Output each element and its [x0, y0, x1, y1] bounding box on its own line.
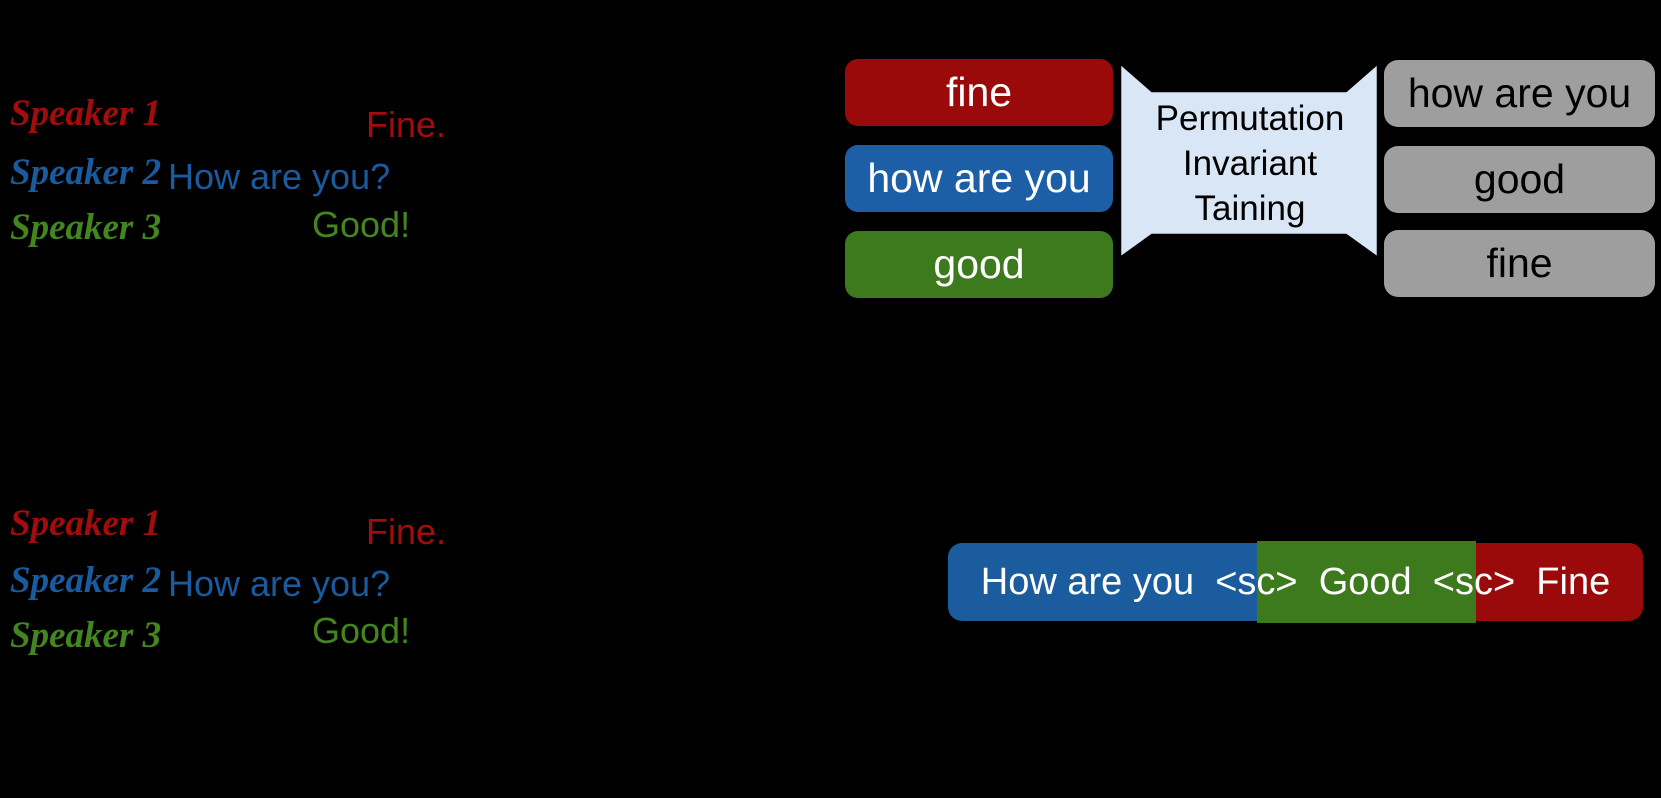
pit-label-line: Invariant	[1182, 143, 1318, 183]
reference-box-label: fine	[1486, 240, 1553, 286]
hypothesis-box: how are you	[845, 145, 1113, 212]
bar-segment-speaker3	[1257, 541, 1476, 623]
pit-label-line: Taining	[1194, 188, 1306, 228]
reference-box-label: how are you	[1407, 70, 1632, 116]
reference-box: fine	[1384, 230, 1655, 297]
hypothesis-box: fine	[845, 59, 1113, 126]
bar-segment-speaker1	[1476, 543, 1643, 621]
serialized-output-text: How are you <sc> Good <sc> Fine	[980, 560, 1611, 603]
reference-box: how are you	[1384, 60, 1655, 127]
speaker-utterance: Fine.	[366, 511, 447, 552]
speaker-label: Speaker 3	[10, 207, 162, 248]
speaker-label: Speaker 1	[10, 503, 162, 544]
hypothesis-box-label: how are you	[867, 155, 1091, 201]
speaker-label: Speaker 2	[10, 152, 162, 193]
hypothesis-box: good	[845, 231, 1113, 298]
pit-label-box: Permutation Invariant Taining	[1122, 92, 1378, 234]
speaker-utterance: Good!	[312, 610, 411, 651]
speaker-utterance: How are you?	[168, 563, 391, 604]
speaker-label: Speaker 2	[10, 560, 162, 601]
speaker-label: Speaker 1	[10, 93, 162, 134]
speaker-utterance: How are you?	[168, 156, 391, 197]
speaker-utterance: Fine.	[366, 104, 447, 145]
reference-box: good	[1384, 146, 1655, 213]
serialized-output-bar: How are you <sc> Good <sc> Fine	[948, 541, 1643, 623]
pit-connector-shape	[1118, 60, 1380, 261]
reference-box-label: good	[1473, 156, 1566, 202]
hypothesis-box-label: fine	[945, 69, 1013, 115]
pit-label-line: Permutation	[1155, 98, 1345, 138]
hypothesis-box-label: good	[933, 241, 1025, 287]
speaker-label: Speaker 3	[10, 615, 162, 656]
speaker-utterance: Good!	[312, 204, 411, 245]
bar-segment-speaker2	[948, 543, 1257, 621]
